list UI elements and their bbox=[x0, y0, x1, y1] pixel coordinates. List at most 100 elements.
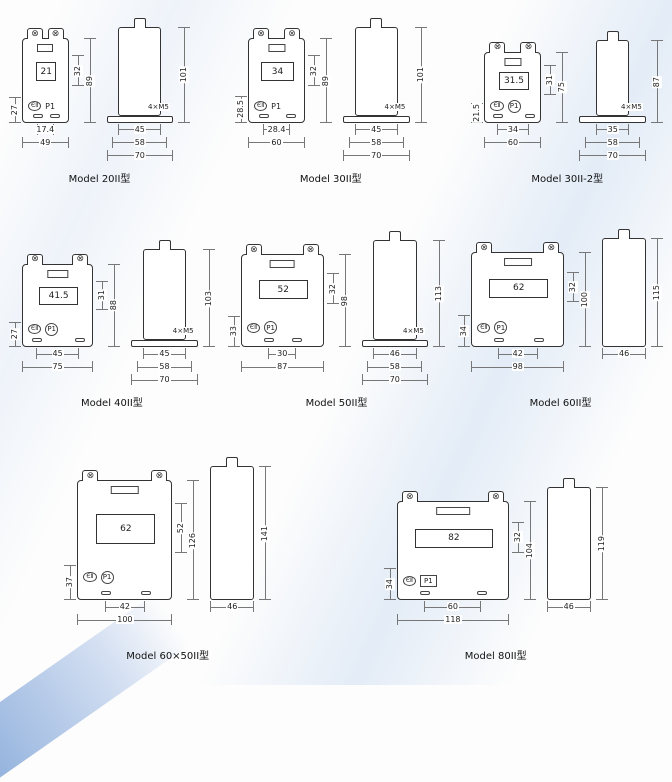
dimension-label: 32 bbox=[568, 281, 579, 294]
window-width-dim: 31.5 bbox=[503, 76, 524, 87]
p1-terminal-label: P1 bbox=[507, 99, 521, 113]
dimension-label: 31 bbox=[97, 289, 108, 302]
overall-height-dim: 100 bbox=[579, 252, 592, 348]
dimension-label: 27 bbox=[10, 328, 20, 341]
transformer-side-outline bbox=[118, 27, 162, 116]
side-bottom-dims: 46 bbox=[546, 600, 591, 641]
terminal-cover bbox=[37, 44, 54, 53]
front-width-dim: 100 bbox=[77, 614, 173, 626]
dimension-label: 126 bbox=[188, 531, 199, 549]
mounting-tab: ⊗ bbox=[284, 28, 301, 40]
dimension-label: 45 bbox=[133, 124, 146, 134]
front-width-dim: 60 bbox=[484, 136, 542, 148]
dimension-label: 60 bbox=[270, 137, 283, 147]
side-width-dim: 46 bbox=[210, 601, 255, 613]
dimension-label: 28.5 bbox=[236, 99, 247, 120]
model-name: Model 60×50II型 bbox=[126, 651, 210, 663]
dimension-label: 118 bbox=[444, 615, 462, 625]
window-width-dim: 62 bbox=[513, 283, 525, 294]
overall-height-dim: 89 bbox=[320, 38, 333, 123]
mounting-tab: ⊗ bbox=[543, 242, 560, 254]
dimension-label: 70 bbox=[606, 150, 619, 160]
mounting-slot-icon bbox=[525, 113, 536, 118]
window-width-dim: 62 bbox=[120, 524, 132, 535]
side-height-dim: 119 bbox=[595, 487, 608, 601]
model-name: Model 60II型 bbox=[529, 398, 592, 410]
dimension-label: 34 bbox=[384, 577, 395, 591]
mounting-flange bbox=[106, 115, 174, 123]
side-width-dim: 46 bbox=[546, 601, 591, 613]
dimension-label: 89 bbox=[321, 74, 332, 87]
primary-conductor-window: 34 bbox=[261, 62, 294, 82]
mounting-tab: ⊗ bbox=[476, 242, 493, 254]
mounting-tab: ⊗ bbox=[27, 28, 43, 40]
primary-conductor-window: 21 bbox=[36, 62, 57, 82]
dimension-label: 58 bbox=[606, 137, 619, 147]
dimension-label: 42 bbox=[118, 602, 131, 612]
dimension-label: 27 bbox=[10, 104, 20, 117]
side-width-dim: 35 bbox=[596, 123, 630, 135]
mounting-slot-icon bbox=[477, 591, 488, 596]
screw-icon: ⊗ bbox=[288, 28, 296, 39]
front-width-dim: 42 bbox=[497, 348, 538, 360]
front-width-dim: 42 bbox=[104, 601, 145, 613]
dimension-label: 104 bbox=[524, 542, 535, 560]
brand-logo-icon: ЄⅡ bbox=[246, 322, 261, 333]
overall-height-dim: 75 bbox=[556, 51, 569, 123]
screw-spec-note: 4×M5 bbox=[147, 102, 170, 111]
screw-icon: ⊗ bbox=[406, 491, 414, 502]
mounting-tab: ⊗ bbox=[302, 244, 319, 256]
window-width-dim: 82 bbox=[448, 533, 460, 544]
dimension-label: 32 bbox=[72, 64, 83, 77]
transformer-side-outline bbox=[354, 27, 398, 116]
mounting-tab: ⊗ bbox=[47, 28, 64, 40]
model-name: Model 50II型 bbox=[305, 398, 368, 410]
front-width-dim: 17.4 bbox=[35, 123, 56, 135]
mounting-slot-icon bbox=[32, 338, 43, 343]
primary-conductor-window: 62 bbox=[489, 278, 549, 298]
dimension-label: 100 bbox=[116, 615, 134, 625]
side-width-dim: 46 bbox=[602, 348, 646, 360]
side-top-tab bbox=[618, 228, 631, 239]
front-width-dim: 60 bbox=[424, 601, 482, 613]
screw-spec-note: 4×M5 bbox=[402, 327, 425, 336]
dimension-label: 46 bbox=[618, 349, 631, 359]
dimension-label: 52 bbox=[176, 521, 187, 535]
screw-icon: ⊗ bbox=[493, 42, 502, 53]
overall-height-dim: 126 bbox=[187, 480, 200, 601]
base-height-dim: 27 bbox=[9, 321, 21, 348]
side-height-dim: 141 bbox=[259, 466, 272, 601]
screw-icon: ⊗ bbox=[31, 28, 39, 39]
terminal-cover bbox=[503, 258, 532, 267]
dimension-label: 89 bbox=[84, 74, 95, 87]
dimension-label: 70 bbox=[158, 375, 171, 385]
side-width-dim: 70 bbox=[106, 149, 174, 161]
base-height-dim: 28.5 bbox=[235, 95, 248, 123]
